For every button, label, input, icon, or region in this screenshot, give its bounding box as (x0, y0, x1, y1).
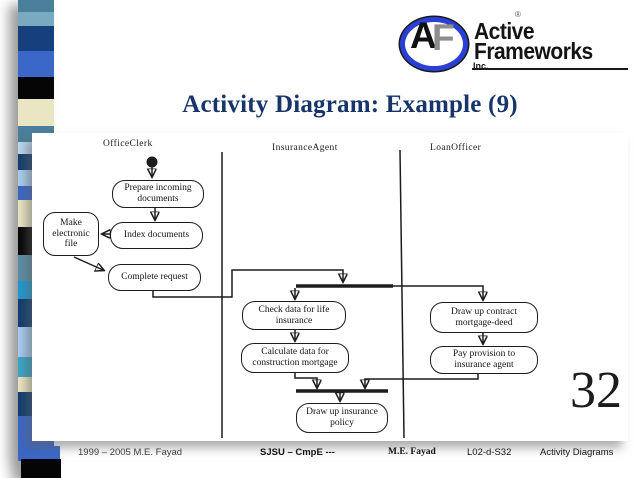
registered-mark-icon: ® (515, 10, 521, 19)
ribbon-foot-black (21, 459, 61, 478)
edge-pay-join (365, 374, 479, 387)
logo-monogram-a: A (410, 15, 437, 56)
logo-name-line1: Active (474, 18, 535, 45)
activity-check-data-life-insurance: Check data for life insurance (242, 301, 346, 330)
page-number: 32 (570, 362, 622, 419)
active-frameworks-logo: A F ® Active Frameworks Inc. (396, 6, 632, 76)
footer-course: SJSU – CmpE --- (260, 447, 335, 458)
initial-node (146, 156, 158, 168)
activity-calculate-data-construction-mortgage: Calculate data for construction mortgage (241, 343, 349, 373)
edge-fork-drawcontract (393, 285, 483, 299)
lane-label-insuranceagent: InsuranceAgent (272, 143, 338, 153)
footer-author: M.E. Fayad (388, 447, 436, 457)
ribbon-foot-blue (18, 446, 60, 461)
logo-name-line2: Frameworks (474, 38, 593, 65)
lane-separator-2 (399, 149, 405, 439)
edge-make-complete (73, 256, 103, 270)
logo-inc-label: Inc. (473, 61, 489, 71)
logo-underline (472, 68, 628, 70)
activity-draw-up-contract-mortgage-deed: Draw up contract mortgage-deed (430, 302, 538, 333)
activity-draw-up-insurance-policy: Draw up insurance policy (296, 403, 388, 433)
activity-make-electronic-file: Make electronic file (43, 212, 99, 256)
edge-calculate-join (294, 373, 317, 387)
activity-pay-provision-insurance-agent: Pay provision to insurance agent (430, 346, 538, 374)
footer-copyright: 1999 – 2005 M.E. Fayad (78, 447, 183, 458)
activity-index-documents: Index documents (110, 222, 203, 249)
footer-slide-code: L02-d-S32 (467, 447, 512, 458)
activity-prepare-incoming-documents: Prepare incoming documents (112, 180, 204, 208)
lane-label-loanofficer: LoanOfficer (430, 143, 482, 153)
activity-complete-request: Complete request (108, 264, 201, 291)
logo-ellipse-icon (400, 17, 468, 71)
page-title: Activity Diagram: Example (9) (182, 91, 518, 118)
logo-monogram-f: F (432, 17, 455, 58)
lane-label-officeclerk: OfficeClerk (103, 139, 153, 149)
footer-topic: Activity Diagrams (540, 447, 614, 458)
